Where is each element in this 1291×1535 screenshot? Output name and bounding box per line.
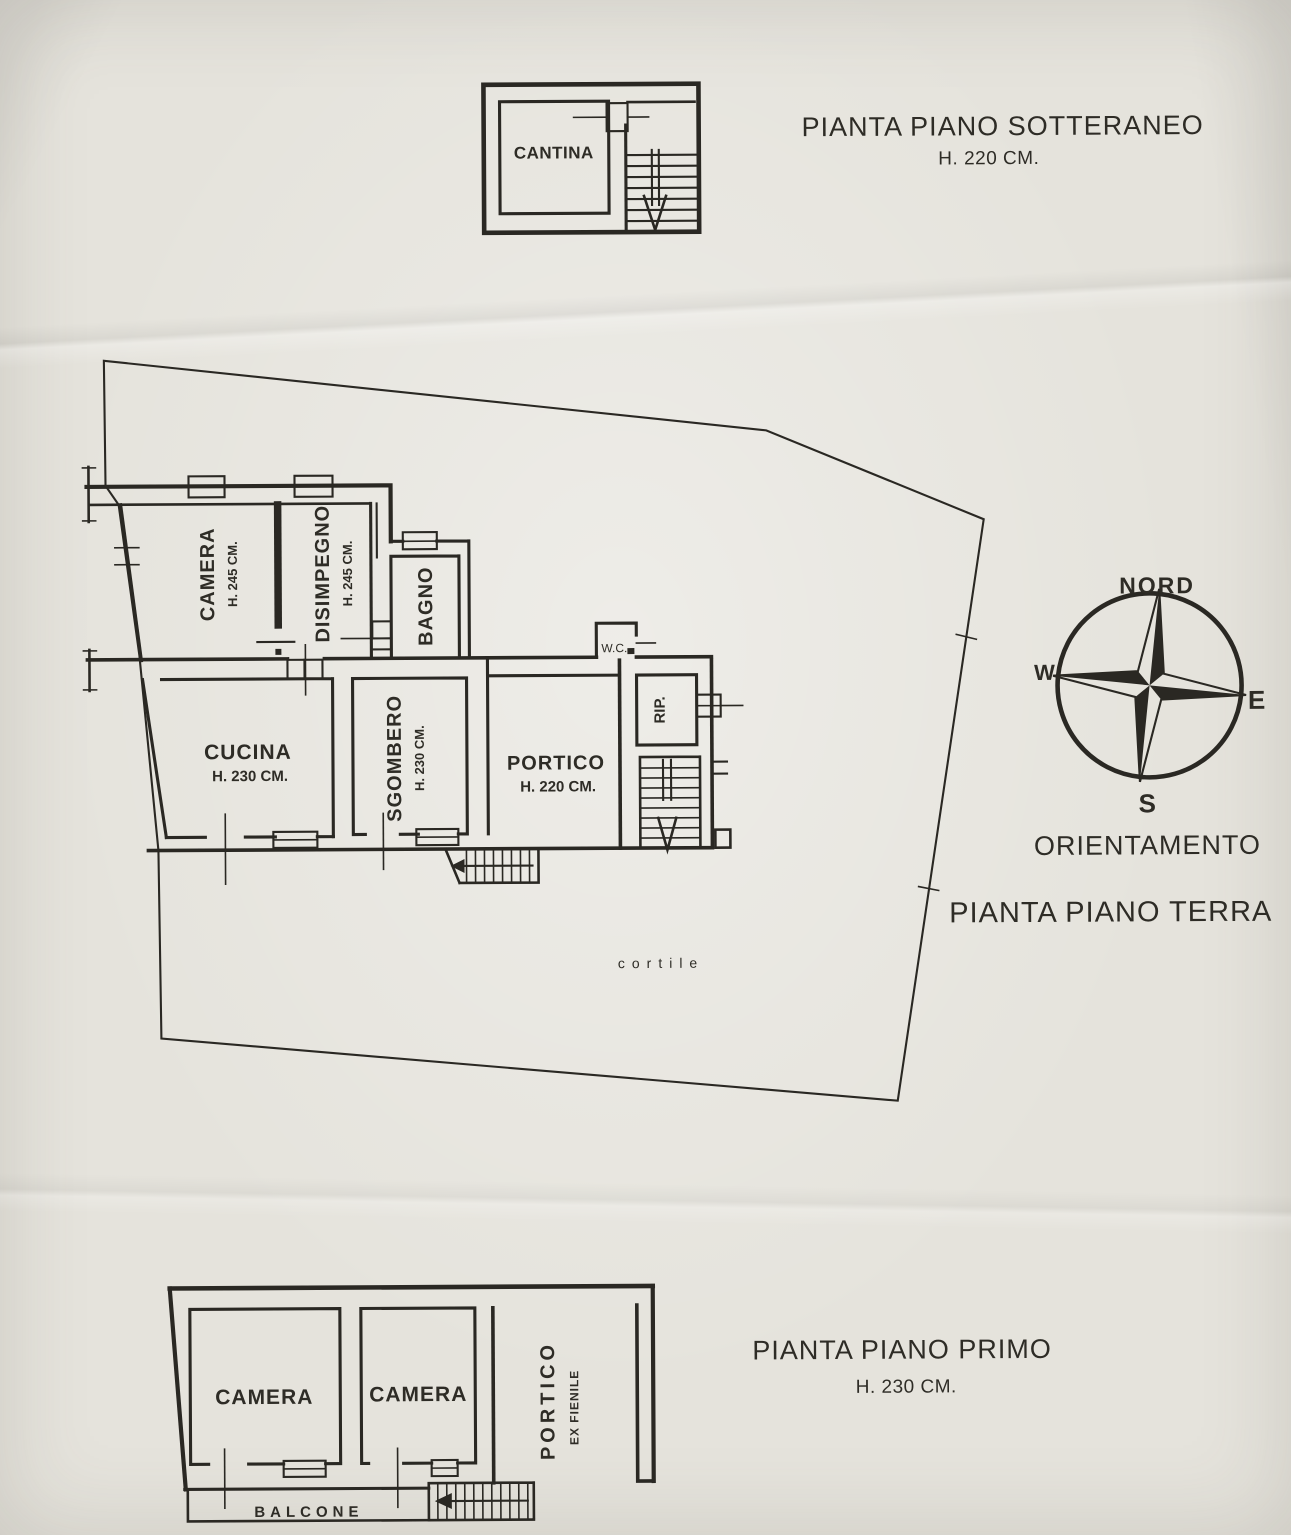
ground-floor-stairs [638, 755, 702, 855]
balcony-walls [186, 1488, 431, 1523]
room-height-portico: H. 220 CM. [520, 778, 596, 795]
balcony-label: BALCONE [254, 1503, 363, 1521]
first-floor-portico-wall [491, 1305, 496, 1485]
stair-left-arrow [450, 858, 465, 873]
room-label-rip: RIP. [652, 696, 669, 723]
stair-left-arrow [434, 1493, 452, 1510]
room-height-disimpegno: H. 245 CM. [340, 541, 355, 607]
room-label-camera-right: CAMERA [369, 1383, 467, 1407]
basement-stair-wall [624, 123, 628, 234]
room-label-portico-ff: PORTICO [537, 1341, 560, 1460]
compass-rose-icon: NORD W E S [1034, 572, 1266, 818]
compass-north-label: NORD [1119, 572, 1195, 598]
room-label-wc: W.C. [601, 641, 627, 655]
first-floor-height-note: H. 230 CM. [856, 1376, 957, 1398]
stair-down-arrow [656, 816, 678, 855]
room-label-disimpegno: DISIMPEGNO [312, 505, 335, 643]
wc-niche [594, 621, 657, 659]
property-boundary [102, 359, 985, 1102]
window-icon [282, 1459, 327, 1478]
room-label-camera-left: CAMERA [215, 1386, 313, 1410]
orientation-heading: ORIENTAMENTO [1034, 830, 1261, 861]
room-label-cantina: CANTINA [514, 143, 594, 162]
room-label-sgombero: SGOMBERO [384, 695, 407, 822]
courtyard-label: cortile [618, 955, 704, 971]
room-label-portico: PORTICO [507, 752, 605, 775]
ground-floor-plan: CAMERA H. 245 CM. DISIMPEGNO H. 245 CM. … [81, 359, 985, 1102]
cantina-room [497, 99, 611, 216]
room-label-bagno: BAGNO [415, 566, 437, 646]
boundary-ticks [917, 633, 978, 892]
window-icon [401, 531, 438, 551]
compass-east-label: E [1248, 685, 1266, 715]
camera-partition-wall [273, 501, 283, 629]
room-label-ex-fienile: EX FIENILE [567, 1370, 581, 1445]
room-height-cucina: H. 230 CM. [212, 768, 288, 785]
exterior-stairs [443, 847, 540, 885]
basement-stairs [624, 148, 698, 235]
bagno-walls [340, 531, 461, 660]
first-floor-title: PIANTA PIANO PRIMO [752, 1334, 1052, 1366]
wall-stub-hatch [81, 465, 140, 693]
window-icon [187, 475, 226, 499]
room-height-sgombero: H. 230 CM. [412, 725, 427, 791]
basement-height-note: H. 220 CM. [938, 148, 1039, 170]
window-icon [430, 1458, 459, 1478]
stair-down-arrow [642, 194, 668, 235]
room-height-camera: H. 245 CM. [225, 541, 240, 607]
ground-floor-title: PIANTA PIANO TERRA [949, 896, 1272, 930]
first-floor-plan: CAMERA CAMERA PORTICO EX FIENILE BALCONE [167, 1283, 656, 1523]
basement-door [572, 102, 650, 133]
room-label-cucina: CUCINA [204, 741, 292, 764]
portico-right-wall [617, 658, 623, 850]
window-icon [293, 474, 334, 498]
compass-west-label: W [1034, 660, 1055, 685]
window-icon [272, 830, 319, 850]
upper-block-walls [81, 465, 714, 696]
room-label-camera: CAMERA [197, 527, 219, 621]
exterior-south-wall [146, 845, 715, 853]
compass-south-label: S [1138, 788, 1156, 818]
basement-plan-title: PIANTA PIANO SOTTERANEO [802, 110, 1204, 142]
portico-walls [485, 656, 622, 836]
basement-outer-wall [481, 81, 702, 236]
basement-plan: CANTINA [481, 81, 702, 236]
first-floor-stairs [427, 1481, 536, 1522]
lower-block-walls [140, 621, 744, 886]
first-floor-walls [167, 1283, 656, 1523]
window-icon [415, 827, 460, 847]
window-icon [695, 693, 744, 718]
rip-stair-block [634, 657, 744, 855]
corridor-door [286, 658, 324, 680]
